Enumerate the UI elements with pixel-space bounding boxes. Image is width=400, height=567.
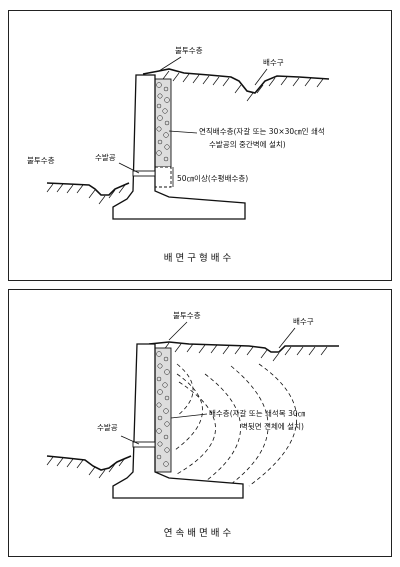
leader-weephole xyxy=(118,162,140,174)
gravel-pebbles xyxy=(156,82,170,162)
seepage-flow-lines xyxy=(174,363,297,491)
label-vertical-drain-2: 수발공의 중간벽에 설치) xyxy=(209,139,286,149)
caption-bottom: 연속배면배수 xyxy=(164,528,234,539)
horizontal-drain-layer xyxy=(154,166,172,188)
leader-drain-layer xyxy=(170,413,208,419)
label-impervious-bottom: 불투수층 xyxy=(173,311,201,320)
left-ground-line xyxy=(46,182,130,196)
label-impervious-top: 불투수층 xyxy=(175,46,203,55)
label-weephole-bottom: 수발공 xyxy=(97,423,118,432)
leader-vertical-drain xyxy=(168,130,198,134)
left-ground-hatch xyxy=(46,183,126,205)
left-ground-hatch-bottom xyxy=(46,456,126,479)
diagram-panel-rectangular-drainage: 불투수층 배수구 연직배수층(자갈 또는 30×30㎝인 쇄석 수발공의 중간벽… xyxy=(8,10,392,281)
caption-top: 배면구형배수 xyxy=(164,253,234,264)
label-vertical-drain: 연직배수층(자갈 또는 30×30㎝인 쇄석 xyxy=(199,126,325,136)
leader-impervious xyxy=(158,56,182,72)
label-drain-layer-2: 벽뒷면 전체에 설치) xyxy=(241,421,304,431)
weephole-pipe-bottom xyxy=(132,441,156,448)
retaining-wall-bottom xyxy=(112,343,244,499)
label-drain-outlet-top: 배수구 xyxy=(263,58,284,67)
retaining-wall xyxy=(112,74,246,220)
diagram-panel-continuous-drainage: 불투수층 배수구 수발공 배수층(자갈 또는 쇄석목 30㎝ 벽뒷면 전체에 설… xyxy=(8,289,392,557)
vertical-gravel-drain xyxy=(154,78,172,168)
leader-outlet-bottom xyxy=(278,327,296,349)
leader-weephole-bottom xyxy=(120,435,140,445)
gravel-pebbles-bottom xyxy=(156,351,170,467)
drainage-diagram-top: 불투수층 배수구 연직배수층(자갈 또는 30×30㎝인 쇄석 수발공의 중간벽… xyxy=(27,46,330,264)
drainage-diagram-bottom: 불투수층 배수구 수발공 배수층(자갈 또는 쇄석목 30㎝ 벽뒷면 전체에 설… xyxy=(46,311,339,539)
upper-ground-line-bottom xyxy=(148,341,339,353)
weephole-pipe xyxy=(132,170,156,177)
leader-impervious-bottom xyxy=(168,321,188,341)
upper-ground-hatch xyxy=(162,70,324,102)
continuous-gravel-drain xyxy=(154,347,172,473)
label-impervious-left: 불투수층 xyxy=(27,156,55,165)
leader-outlet xyxy=(254,68,268,86)
label-weephole-top: 수발공 xyxy=(95,153,116,162)
label-horizontal-layer: 50㎝이상(수평배수층) xyxy=(177,173,248,183)
label-drain-outlet-bottom: 배수구 xyxy=(293,317,314,326)
label-drain-layer: 배수층(자갈 또는 쇄석목 30㎝ xyxy=(209,408,306,418)
left-ground-line-bottom xyxy=(46,455,132,471)
upper-ground-line xyxy=(142,68,330,94)
